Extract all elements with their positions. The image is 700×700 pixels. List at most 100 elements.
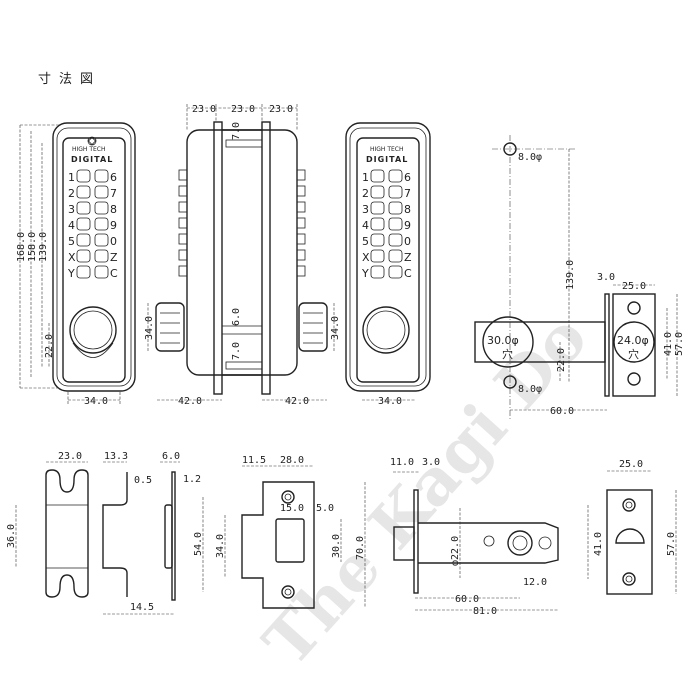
dim-23-strike: 23.0 — [58, 451, 82, 462]
latch-side: 11.0 3.0 φ22.0 12.0 60.0 81.0 — [390, 457, 559, 617]
keypad-button — [370, 217, 385, 231]
key-label: C — [110, 267, 118, 280]
keypad-button — [94, 201, 109, 215]
dim-28: 28.0 — [280, 455, 304, 466]
dim-34-front2: 34.0 — [378, 396, 402, 407]
brand-logo — [87, 136, 97, 146]
side-button-right — [296, 169, 306, 181]
dim-5: 5.0 — [316, 503, 334, 514]
dim-11-5: 11.5 — [242, 455, 266, 466]
dim-23-c: 23.0 — [269, 104, 293, 115]
key-label: 0 — [404, 235, 411, 248]
side-button-left — [178, 265, 188, 277]
keypad-button — [370, 233, 385, 247]
dim-42-right: 42.0 — [285, 396, 309, 407]
key-label: C — [404, 267, 412, 280]
knob-right — [298, 302, 328, 352]
hole-bottom-8: 8.0φ — [518, 384, 542, 395]
key-label: 1 — [362, 171, 369, 184]
bore-24: 24.0φ — [617, 334, 649, 347]
keypad-button — [370, 249, 385, 263]
keypad-button — [370, 185, 385, 199]
dim-25-drill: 25.0 — [622, 281, 646, 292]
keypad-button — [370, 265, 385, 279]
dim-3-latch: 3.0 — [422, 457, 440, 468]
keypad-button — [76, 249, 91, 263]
keypad-button — [76, 217, 91, 231]
keypad-button — [388, 249, 403, 263]
brand-top-text: HIGH TECH — [72, 146, 106, 153]
key-label: 7 — [110, 187, 117, 200]
dim-3-drill: 3.0 — [597, 272, 615, 283]
bore-30: 30.0φ — [487, 334, 519, 347]
dim-41-drill: 41.0 — [663, 332, 674, 356]
dim-60-drill: 60.0 — [550, 406, 574, 417]
side-button-left — [178, 185, 188, 197]
brand-top-text-2: HIGH TECH — [370, 146, 404, 153]
keypad-button — [370, 169, 385, 183]
dim-158: 158.0 — [27, 232, 38, 262]
dim-81: 81.0 — [473, 606, 497, 617]
keypad-button — [76, 233, 91, 247]
dim-42-left: 42.0 — [178, 396, 202, 407]
key-label: 5 — [68, 235, 75, 248]
key-label: 6 — [110, 171, 117, 184]
key-label: 8 — [404, 203, 411, 216]
dim-34-knob-left: 34.0 — [144, 316, 155, 340]
key-label: 7 — [404, 187, 411, 200]
keypad-button — [94, 249, 109, 263]
dim-22-latch: φ22.0 — [450, 536, 461, 566]
knob-left — [155, 302, 185, 352]
bore-24-label: 穴 — [628, 347, 639, 361]
side-button-left — [178, 201, 188, 213]
dim-139: 139.0 — [38, 232, 49, 262]
side-button-right — [296, 233, 306, 245]
drilling-template: 8.0φ 30.0φ 穴 8.0φ 139.0 22.0 24.0φ 穴 3.0… — [474, 135, 685, 420]
keypad-button — [76, 265, 91, 279]
key-label: 3 — [362, 203, 369, 216]
dim-168: 168.0 — [16, 232, 27, 262]
key-label: 9 — [404, 219, 411, 232]
drawing-title: 寸法図 — [38, 72, 101, 87]
key-label: 0 — [110, 235, 117, 248]
strike-side: 6.0 1.2 — [160, 451, 201, 601]
keypad-button — [94, 169, 109, 183]
keypad-button — [94, 185, 109, 199]
side-button-right — [296, 201, 306, 213]
dim-1-2: 1.2 — [183, 474, 201, 485]
key-label: 9 — [110, 219, 117, 232]
key-label: 4 — [68, 219, 75, 232]
dim-30: 30.0 — [331, 534, 342, 558]
key-label: X — [68, 251, 76, 264]
keypad-button — [388, 185, 403, 199]
key-label: Z — [110, 251, 118, 264]
key-label: 2 — [68, 187, 75, 200]
side-view: 23.0 23.0 23.0 7.0 6.0 7.0 34.0 34.0 42.… — [144, 104, 341, 407]
dim-36: 36.0 — [6, 524, 17, 548]
key-label: 4 — [362, 219, 369, 232]
side-button-left — [178, 233, 188, 245]
dim-6: 6.0 — [231, 308, 242, 326]
keypad-button — [388, 201, 403, 215]
dim-23-b: 23.0 — [231, 104, 255, 115]
dim-22: 22.0 — [44, 334, 55, 358]
dim-23-a: 23.0 — [192, 104, 216, 115]
keypad-button — [388, 169, 403, 183]
strike-plate: 11.5 28.0 15.0 5.0 54.0 34.0 30.0 70.0 — [193, 455, 366, 609]
dim-70: 70.0 — [355, 536, 366, 560]
bore-30-label: 穴 — [502, 347, 513, 361]
keypad-button — [388, 233, 403, 247]
dim-139-drill: 139.0 — [565, 260, 576, 290]
dim-57-drill: 57.0 — [674, 332, 685, 356]
key-label: 2 — [362, 187, 369, 200]
side-button-right — [296, 185, 306, 197]
keypad-button — [388, 265, 403, 279]
key-label: 5 — [362, 235, 369, 248]
side-buttons — [178, 169, 306, 277]
latch-face: 25.0 41.0 57.0 — [587, 459, 677, 595]
dim-14-5: 14.5 — [130, 602, 154, 613]
